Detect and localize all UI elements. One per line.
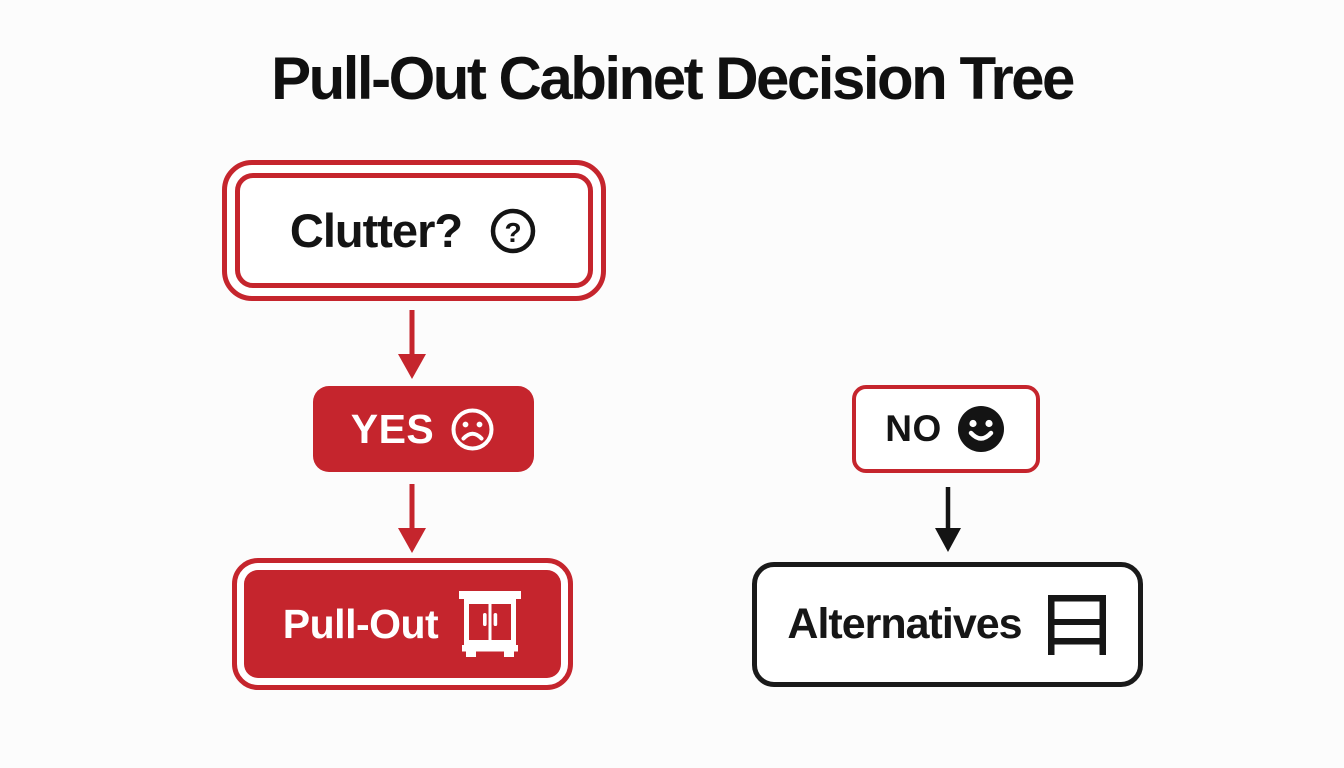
node-clutter-question: Clutter? ? (222, 160, 606, 301)
node-pullout-label: Pull-Out (282, 600, 439, 647)
node-no-decision: NO (852, 385, 1040, 473)
node-yes-label: YES (350, 405, 435, 452)
node-alternatives-label: Alternatives (787, 600, 1022, 648)
sad-face-icon (451, 408, 494, 450)
shelf-icon (1047, 594, 1106, 655)
arrow-yes-to-pullout (398, 484, 426, 553)
arrow-clutter-to-yes (398, 310, 426, 379)
arrow-no-to-alternatives (935, 487, 961, 552)
node-no-label: NO (885, 408, 942, 449)
question-circle-icon: ? (490, 208, 536, 253)
node-alternatives-outcome: Alternatives (752, 562, 1143, 687)
node-clutter-inner-border: Clutter? ? (235, 173, 593, 288)
smiley-face-icon (957, 406, 1004, 452)
node-yes-decision: YES (313, 386, 534, 472)
page-title: Pull-Out Cabinet Decision Tree (271, 45, 1075, 112)
node-clutter-label: Clutter? (289, 204, 463, 257)
node-pullout-inner-fill: Pull-Out (244, 570, 561, 678)
node-pullout-outcome: Pull-Out (232, 558, 573, 690)
svg-text:?: ? (505, 217, 522, 248)
cabinet-icon (459, 591, 522, 657)
